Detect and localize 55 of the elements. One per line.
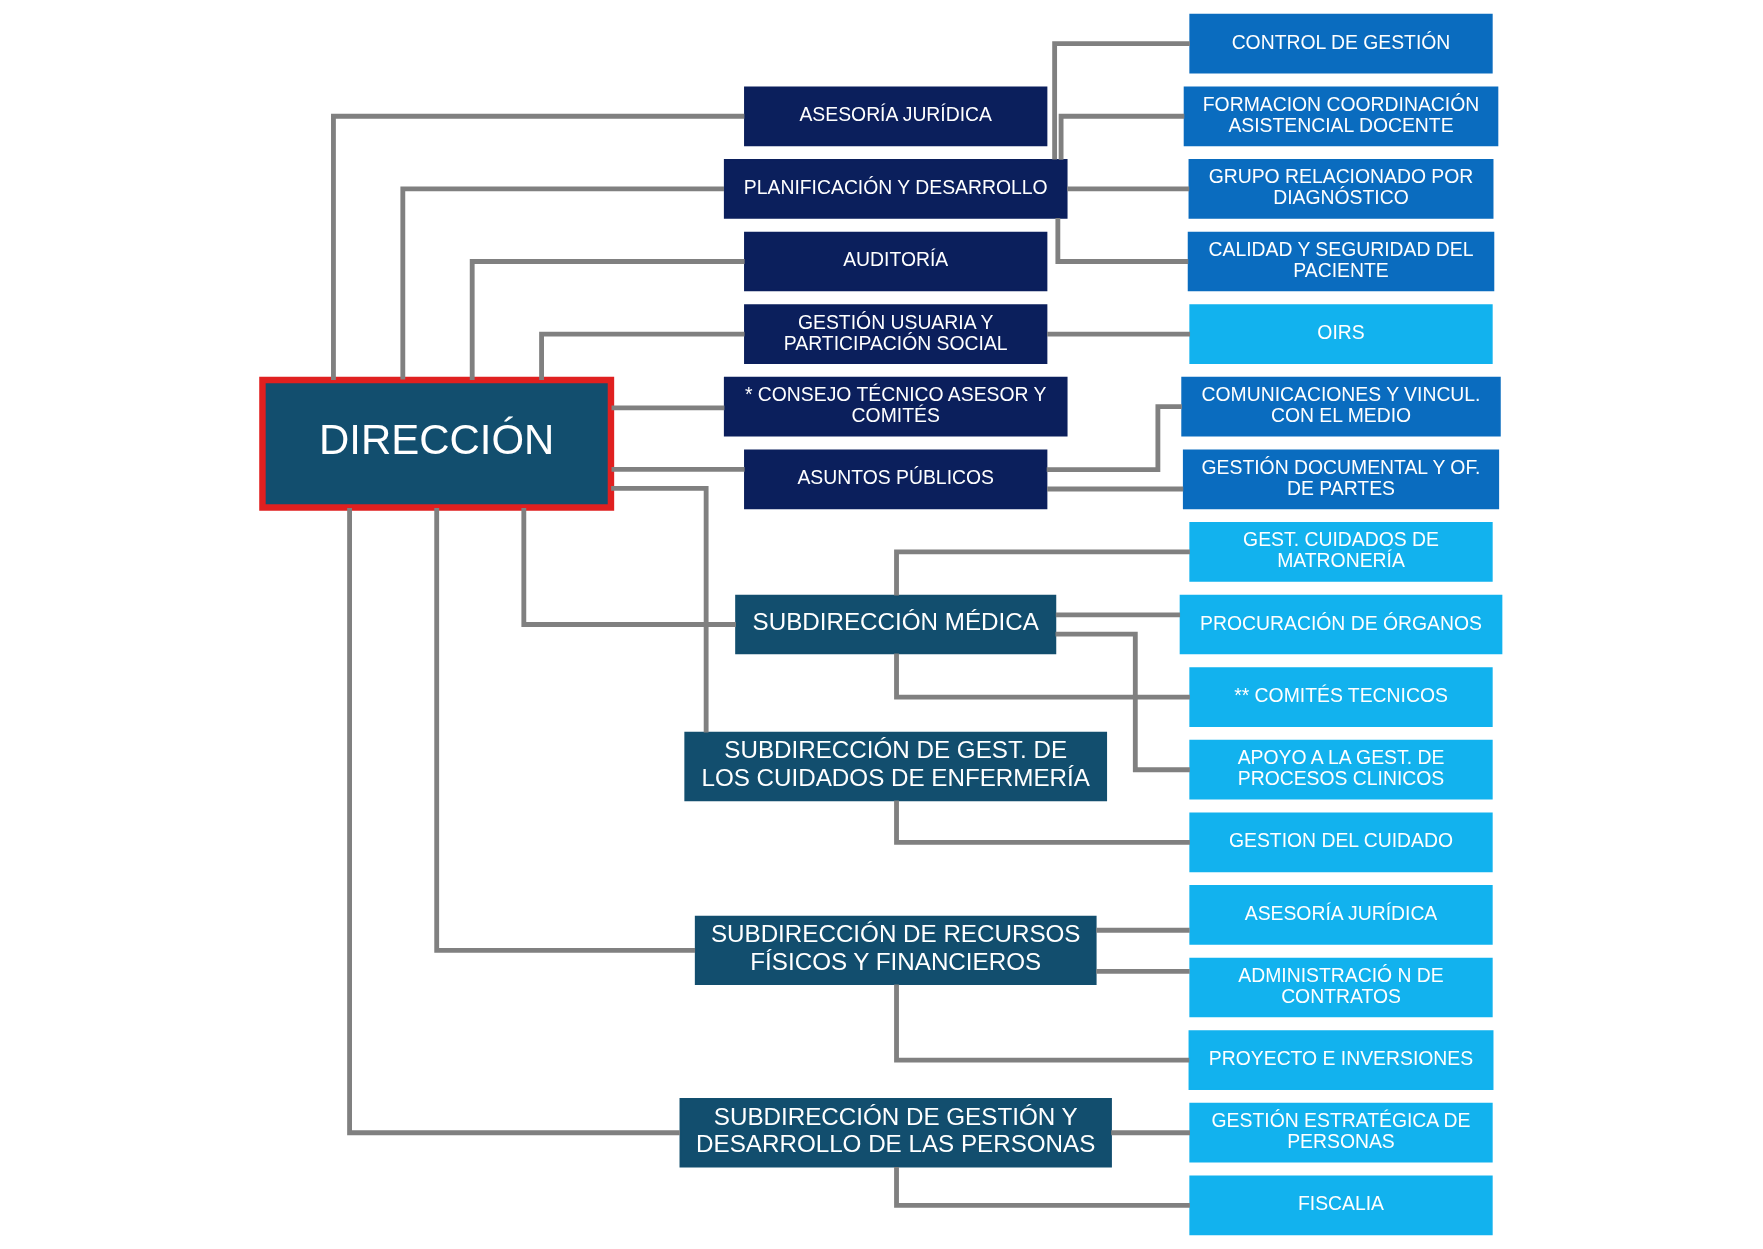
node-box: APOYO A LA GEST. DE PROCESOS CLINICOS: [1188, 739, 1493, 800]
node-box: * CONSEJO TÉCNICO ASESOR Y COMITÉS: [723, 376, 1068, 437]
connector: [346, 508, 680, 1136]
node-box: GEST. CUIDADOS DE MATRONERÍA: [1188, 522, 1493, 582]
node-box: PLANIFICACIÓN Y DESARROLLO: [723, 159, 1068, 219]
connector: [1110, 1130, 1190, 1136]
connector: [1095, 968, 1190, 974]
node-box: CONTROL DE GESTIÓN: [1188, 13, 1493, 74]
connector: [538, 331, 744, 380]
node-box: PROCURACIÓN DE ÓRGANOS: [1179, 594, 1502, 655]
connector: [893, 1166, 1190, 1208]
connector: [1066, 186, 1189, 192]
node-box: AUDITORÍA: [743, 231, 1047, 292]
node-box: ** COMITÉS TECNICOS: [1188, 667, 1493, 727]
connector: [893, 549, 1190, 596]
node-box: FISCALIA: [1188, 1175, 1493, 1236]
node-box: GESTIÓN DOCUMENTAL Y OF. DE PARTES: [1182, 449, 1499, 510]
connector: [433, 507, 695, 953]
connector: [893, 653, 1190, 700]
connector: [611, 405, 724, 411]
node-box: GRUPO RELACIONADO POR DIAGNÓSTICO: [1188, 159, 1493, 219]
node-box: SUBDIRECCIÓN MÉDICA: [734, 594, 1056, 655]
connector: [893, 984, 1189, 1063]
connector: [1058, 113, 1184, 160]
node-box: COMUNICACIONES Y VINCUL. CON EL MEDIO: [1180, 376, 1501, 437]
connector: [1046, 404, 1182, 473]
node-box: ASESORÍA JURÍDICA: [743, 86, 1047, 147]
node-box: SUBDIRECCIÓN DE GESTIÓN Y DESARROLLO DE LAS PERSONAS: [679, 1098, 1112, 1168]
node-box: ADMINISTRACIÓ N DE CONTRATOS: [1188, 957, 1493, 1018]
connector: [1054, 218, 1188, 264]
node-box: SUBDIRECCIÓN DE GEST. DE LOS CUIDADOS DE ENFERMERÍA: [683, 731, 1107, 802]
node-box: SUBDIRECCIÓN DE RECURSOS FÍSICOS Y FINANCIEROS: [694, 915, 1097, 986]
node-box: CALIDAD Y SEGURIDAD DEL PACIENTE: [1187, 231, 1494, 292]
connector: [1046, 486, 1183, 492]
node-box: GESTIÓN ESTRATÉGICA DE PERSONAS: [1188, 1102, 1493, 1163]
connector: [1055, 631, 1190, 773]
connector: [610, 486, 709, 733]
node-box: OIRS: [1188, 304, 1493, 364]
connector: [469, 259, 745, 381]
connector: [1046, 331, 1190, 337]
connector: [1095, 927, 1190, 933]
node-box: PROYECTO E INVERSIONES: [1188, 1030, 1493, 1090]
node-box: ASESORÍA JURÍDICA: [1188, 885, 1493, 945]
connector: [520, 508, 736, 627]
node-box: ASUNTOS PÚBLICOS: [743, 449, 1047, 510]
node-box: DIRECCIÓN: [258, 376, 614, 511]
connector: [1051, 41, 1190, 160]
node-box: FORMACION COORDINACIÓN ASISTENCIAL DOCENTE: [1183, 86, 1498, 147]
node-box: GESTION DEL CUIDADO: [1188, 812, 1493, 873]
connector: [330, 113, 744, 380]
connector: [893, 800, 1190, 845]
node-box: GESTIÓN USUARIA Y PARTICIPACIÓN SOCIAL: [743, 304, 1047, 364]
connector: [611, 466, 745, 472]
connector: [399, 186, 724, 380]
connector: [1055, 612, 1180, 618]
